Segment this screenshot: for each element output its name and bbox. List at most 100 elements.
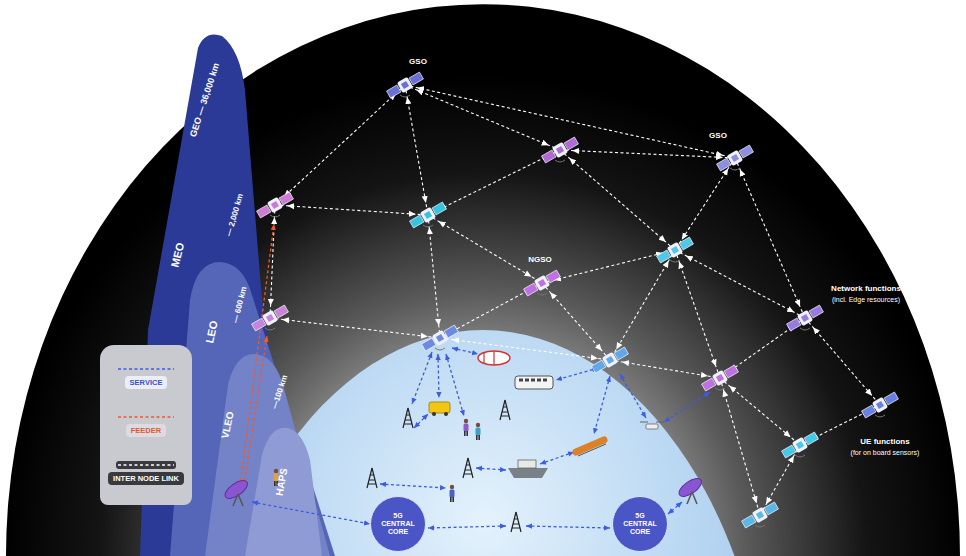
satellite-icon <box>421 323 460 352</box>
inter-node-link <box>560 150 675 250</box>
cell-tower <box>367 468 377 488</box>
rail <box>578 444 606 456</box>
satellite-icon <box>786 303 825 332</box>
service-link <box>540 452 574 464</box>
ship-hull <box>508 468 548 478</box>
satellite-icon <box>251 303 290 332</box>
legend-text: SERVICE <box>125 376 168 390</box>
drone <box>646 424 658 429</box>
satellite-icon <box>656 235 695 264</box>
airship <box>478 351 510 365</box>
haps-band <box>245 428 322 556</box>
service-link <box>620 374 646 418</box>
freight-train <box>576 440 604 452</box>
drone-rotors <box>640 421 664 422</box>
inter-node-link <box>275 85 405 205</box>
satellites <box>251 70 900 529</box>
legend-item: SERVICE <box>116 365 176 390</box>
satellite-icon <box>386 70 425 99</box>
inter-node-link <box>720 378 760 515</box>
inter-node-link <box>275 205 428 215</box>
leo-band <box>170 262 335 556</box>
service-link <box>556 368 598 380</box>
inter-node-link <box>428 215 440 338</box>
service-link <box>452 348 478 354</box>
cell-tower <box>500 400 510 420</box>
cell-tower <box>403 408 413 428</box>
legend-line <box>118 368 174 370</box>
orbit-label: NGSO <box>528 256 552 264</box>
legend-line-sample <box>116 461 176 469</box>
inter-node-link <box>610 250 675 360</box>
legend-item: FEEDER <box>116 413 176 438</box>
inter-node-link <box>720 378 800 445</box>
legend-text: FEEDER <box>126 424 166 438</box>
inter-node-link <box>560 150 735 158</box>
service-link <box>526 526 610 528</box>
legend-item: INTER NODE LINK <box>108 461 184 486</box>
function-label: Network functions <box>831 285 901 293</box>
inter-node-link <box>405 85 428 215</box>
service-link <box>668 502 682 514</box>
legend-panel: SERVICE FEEDER INTER NODE LINK <box>100 345 192 505</box>
bus <box>515 376 553 389</box>
inter-node-link <box>735 158 805 318</box>
legend-line-sample <box>116 365 176 373</box>
airship-stripes <box>484 351 494 365</box>
satellite-icon <box>861 390 900 419</box>
earth <box>193 330 773 556</box>
bus-windows <box>519 379 549 382</box>
ground-dish <box>676 475 704 504</box>
function-label: UE functions <box>860 438 909 446</box>
inter-node-link <box>270 205 275 318</box>
wheel <box>444 412 448 416</box>
satellite-icon <box>701 363 740 392</box>
service-link <box>438 354 439 398</box>
node-text: 5G CENTRAL CORE <box>619 512 661 535</box>
inter-node-link <box>542 250 675 283</box>
node-text: 5G CENTRAL CORE <box>377 512 419 535</box>
feeder-link <box>240 224 274 486</box>
legend-line-ground <box>116 461 176 469</box>
satellite-icon <box>256 190 295 219</box>
satellite-icon <box>541 135 580 164</box>
person <box>476 423 481 440</box>
inter-node-link <box>805 318 880 405</box>
inter-node-link <box>270 318 440 338</box>
inter-node-link <box>675 250 805 318</box>
inter-node-link <box>428 150 560 215</box>
ship-deck <box>518 460 536 468</box>
function-note: (for on board sensors) <box>851 449 920 456</box>
person <box>464 419 469 436</box>
inter-node-link <box>405 85 560 150</box>
service-link <box>412 352 432 404</box>
orbit-label: GSO <box>409 58 427 66</box>
legend-line <box>118 464 174 466</box>
satellite-icon <box>741 500 780 529</box>
inter-node-link <box>428 215 542 283</box>
person <box>450 485 455 502</box>
vleo-band <box>205 354 330 556</box>
legend-text: INTER NODE LINK <box>108 472 184 486</box>
satellite-icon <box>523 268 562 297</box>
satellite-icon <box>409 200 448 229</box>
core-network-circle: 5G CENTRAL CORE <box>612 496 668 552</box>
cell-tower <box>463 458 473 478</box>
van <box>429 402 450 413</box>
service-link <box>476 468 506 470</box>
service-link <box>428 526 506 528</box>
satellite-icon <box>591 345 630 374</box>
inter-node-link <box>675 158 735 250</box>
service-link <box>594 376 610 434</box>
inter-node-link <box>610 360 720 378</box>
cell-tower <box>511 512 521 532</box>
satellite-icon <box>716 143 755 172</box>
satellite-icon <box>781 430 820 459</box>
inter-node-link <box>675 250 720 378</box>
service-link <box>414 414 428 428</box>
orbit-label: GSO <box>709 132 727 140</box>
inter-node-link <box>760 445 800 515</box>
legend-line <box>118 416 174 418</box>
feeder-links <box>240 224 274 486</box>
